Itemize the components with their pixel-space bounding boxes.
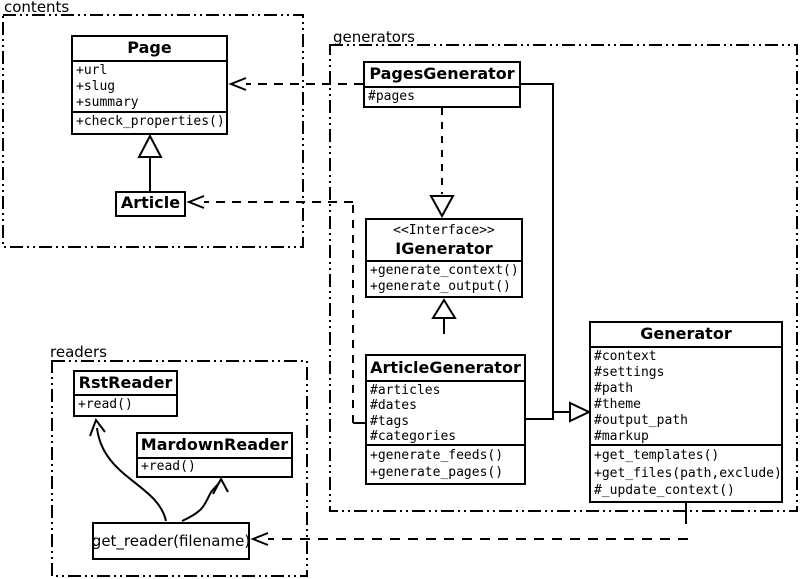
attribute-row: #articles — [370, 383, 441, 398]
attribute-row: #context — [594, 349, 657, 364]
method-row: +generate_pages() — [370, 465, 504, 480]
class-title-pagesgenerator: PagesGenerator — [365, 63, 519, 88]
get-reader-label: get_reader(filename) — [91, 532, 251, 550]
attribute-row: +slug — [76, 79, 116, 95]
getreader-to-rstreader-curve — [96, 427, 167, 522]
attribute-row: #theme — [594, 397, 641, 412]
article-to-page-triangle-icon — [137, 133, 163, 158]
class-box-articlegenerator: ArticleGenerator #articles #dates #tags … — [365, 354, 526, 485]
articlegenerator-methods-section: +generate_feeds() +generate_pages() — [367, 446, 524, 483]
class-title-generator: Generator — [591, 323, 781, 348]
method-row: +generate_context() — [370, 263, 519, 278]
pagesgenerator-to-page-arrowhead-icon — [228, 77, 247, 91]
attribute-row: #pages — [368, 89, 415, 104]
package-label-generators: generators — [333, 28, 415, 46]
attribute-row: #settings — [594, 365, 665, 380]
method-row: +get_templates() — [594, 448, 720, 463]
mardownreader-methods-section: +read() — [138, 459, 291, 476]
class-box-generator: Generator #context #settings #path #them… — [589, 321, 783, 503]
class-title-rstreader: RstReader — [75, 372, 176, 396]
attribute-row: +summary — [76, 95, 139, 111]
page-methods-section: +check_properties() — [73, 113, 226, 133]
igenerator-header: <<Interface>> IGenerator — [367, 220, 521, 262]
class-box-pagesgenerator: PagesGenerator #pages — [363, 61, 521, 108]
method-row: +generate_feeds() — [370, 448, 504, 463]
interface-stereotype: <<Interface>> — [393, 223, 495, 238]
rstreader-methods-section: +read() — [75, 396, 176, 415]
generator-to-getreader-arrowhead-icon — [250, 532, 269, 546]
method-row: +read() — [78, 397, 133, 412]
pagesgenerator-to-igenerator-triangle-icon — [429, 195, 455, 219]
class-box-article: Article — [115, 191, 186, 217]
generators-package-border — [329, 44, 798, 512]
pagesgenerator-attributes-section: #pages — [365, 88, 519, 106]
readers-package-border — [51, 360, 308, 577]
function-box-get-reader: get_reader(filename) — [92, 522, 250, 560]
articlegenerator-to-article-arrowhead-icon — [186, 195, 205, 209]
method-row: +generate_output() — [370, 279, 511, 295]
attribute-row: #categories — [370, 429, 457, 445]
attribute-row: #path — [594, 381, 634, 396]
package-label-readers: readers — [50, 343, 107, 361]
class-title-articlegenerator: ArticleGenerator — [367, 356, 524, 382]
articlegenerator-attributes-section: #articles #dates #tags #categories — [367, 382, 524, 446]
attribute-row: #markup — [594, 429, 649, 444]
generator-attributes-section: #context #settings #path #theme #output_… — [591, 348, 781, 446]
package-label-contents: contents — [4, 0, 70, 16]
attribute-row: #tags — [370, 413, 410, 429]
attribute-row: +url — [76, 63, 108, 78]
attribute-row: #output_path — [594, 413, 688, 428]
class-title-article: Article — [120, 193, 181, 212]
class-box-igenerator: <<Interface>> IGenerator +generate_conte… — [365, 218, 523, 298]
igenerator-methods-section: +generate_context() +generate_output() — [367, 262, 521, 296]
getreader-to-mardownreader-arrowhead-icon — [212, 476, 229, 495]
method-row: #_update_context() — [594, 483, 735, 499]
class-title-igenerator: IGenerator — [395, 239, 493, 258]
method-row: +check_properties() — [76, 114, 225, 129]
attribute-row: #dates — [370, 398, 417, 414]
getreader-to-rstreader-arrowhead-icon — [89, 417, 106, 437]
generator-triangle-icon — [569, 401, 592, 423]
class-box-rstreader: RstReader +read() — [73, 370, 178, 417]
class-box-mardownreader: MardownReader +read() — [136, 432, 293, 478]
page-attributes-section: +url +slug +summary — [73, 62, 226, 113]
method-row: +get_files(path,exclude) — [594, 465, 781, 481]
method-row: +read() — [141, 459, 196, 474]
class-box-page: Page +url +slug +summary +check_properti… — [71, 35, 228, 135]
getreader-to-mardownreader-curve — [181, 482, 220, 522]
class-title-page: Page — [73, 37, 226, 62]
generator-methods-section: +get_templates() +get_files(path,exclude… — [591, 446, 781, 501]
articlegenerator-to-igenerator-triangle-icon — [431, 298, 457, 319]
class-title-mardownreader: MardownReader — [138, 434, 291, 459]
contents-package-border — [2, 14, 304, 248]
